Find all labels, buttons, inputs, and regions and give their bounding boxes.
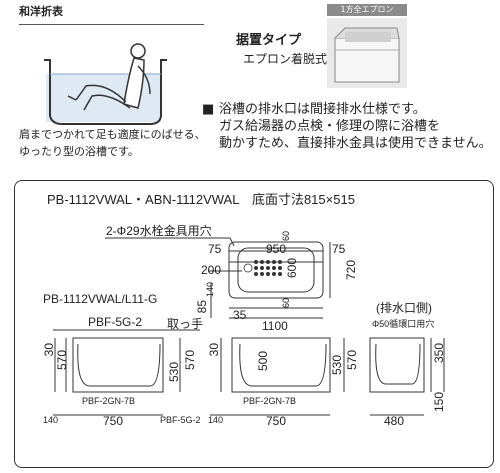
dim-35: 35	[233, 308, 247, 322]
part-pbf2gn7b-mid: PBF-2GN-7B	[243, 396, 297, 406]
drain-side-label: (排水口側)	[376, 301, 432, 315]
note-line3: 動かすため、直接排水金具は使用できません。	[219, 136, 492, 151]
dim-570c: 570	[345, 350, 359, 371]
dim-140b: 140	[43, 415, 59, 425]
dim-500: 500	[256, 351, 270, 372]
dim-75b: 75	[332, 242, 346, 256]
dim-200: 200	[201, 263, 222, 277]
part-pbf5g2-bottom: PBF-5G-2	[160, 415, 201, 425]
dim-30a: 30	[42, 343, 56, 357]
part-pbf5g2-top: PBF-5G-2	[88, 315, 143, 329]
faucet-hole-label: 2-Φ29水栓金具用穴	[106, 224, 212, 238]
dim-530a: 530	[167, 362, 181, 383]
install-type-title: 据置タイプ	[236, 33, 302, 48]
bath-description-line1: 肩までつかれて足も適度にのばせる、	[19, 128, 206, 141]
dim-350: 350	[432, 343, 446, 364]
note-line1: 浴槽の排水口は間接排水仕様です。	[219, 102, 426, 117]
dim-60b: 60	[281, 298, 291, 309]
dim-140a: 140	[205, 282, 215, 298]
part-handle: 取っ手	[167, 317, 204, 331]
dim-570a: 570	[55, 350, 69, 371]
dim-85: 85	[195, 300, 209, 314]
dim-600: 600	[285, 258, 299, 279]
dim-30b: 30	[207, 343, 221, 357]
dim-750b: 750	[266, 414, 287, 428]
bath-description-line2: ゆったり型の浴槽です。	[19, 145, 139, 158]
install-type-subtitle: エプロン着脱式	[243, 52, 328, 66]
dim-1100: 1100	[262, 319, 288, 333]
bath-product-image	[327, 18, 407, 88]
dim-140c: 140	[208, 415, 224, 425]
dim-530b: 530	[330, 355, 344, 376]
install-badge: 1方全エプロン	[327, 4, 407, 16]
dim-950: 950	[266, 242, 287, 256]
part-pbf2gn7b-left: PBF-2GN-7B	[82, 396, 136, 406]
bath-illustration	[44, 43, 167, 125]
section-title: 和洋折表	[19, 5, 63, 18]
drawing-header: PB-1112VWAL・ABN-1112VWAL 底面寸法815×515	[47, 192, 355, 207]
note-marker: ■	[202, 102, 215, 117]
dim-150: 150	[432, 392, 446, 413]
model2-label: PB-1112VWAL/L11-G	[43, 292, 158, 306]
dim-570b: 570	[183, 350, 197, 371]
section-rule	[19, 24, 204, 25]
dim-75a: 75	[208, 242, 222, 256]
drain-hole-label: Φ50循環口用穴	[372, 319, 435, 329]
dim-720: 720	[344, 260, 358, 281]
dim-750a: 750	[103, 414, 124, 428]
dim-480: 480	[384, 414, 405, 428]
dim-60a: 60	[281, 231, 291, 242]
note-line2: ガス給湯器の点検・修理の際に浴槽を	[219, 119, 441, 134]
drawing-frame	[14, 180, 494, 468]
